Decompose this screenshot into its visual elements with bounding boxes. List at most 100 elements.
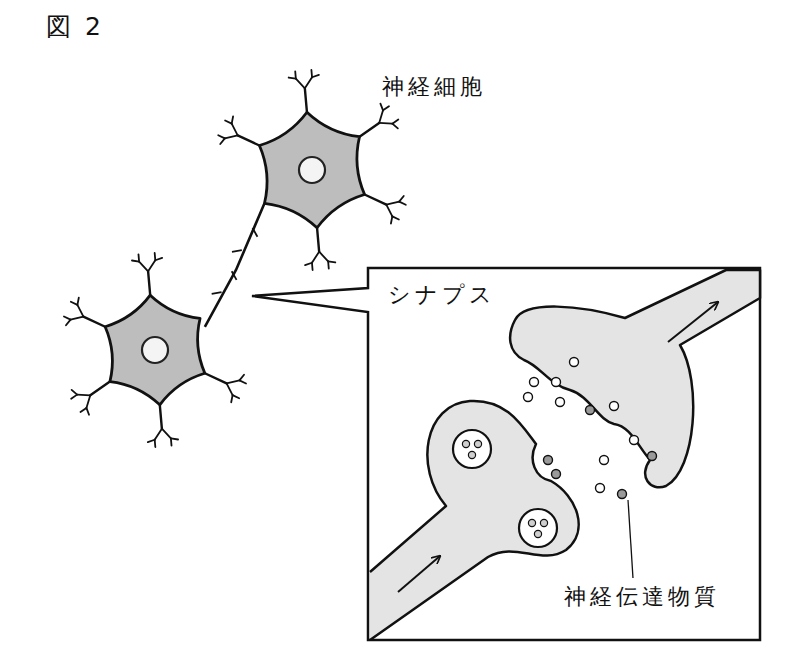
vesicle-content — [540, 519, 547, 526]
callout-title: シナプス — [386, 282, 498, 308]
synaptic-vesicle — [519, 509, 557, 547]
dendrite — [328, 261, 335, 262]
dendrite — [71, 317, 84, 320]
vesicle-content — [528, 519, 535, 526]
dendrite — [231, 395, 232, 402]
synaptic-vesicles — [453, 430, 557, 547]
dendrite — [392, 124, 397, 129]
dendrite — [296, 79, 305, 89]
transmitter-dots — [524, 358, 657, 499]
dendrite — [83, 317, 105, 327]
dendrite — [399, 202, 406, 205]
dendrite — [170, 438, 172, 445]
synaptic-vesicle — [453, 430, 491, 468]
vesicle-content — [468, 451, 475, 458]
dendrite — [327, 261, 329, 268]
neurotransmitter — [544, 456, 553, 465]
dendrite — [239, 375, 244, 381]
dendrite — [289, 78, 296, 79]
dendrite — [232, 116, 233, 123]
dendrite — [399, 196, 404, 202]
dendrite — [227, 383, 233, 395]
dendrite — [319, 252, 328, 262]
dendrite — [132, 261, 139, 262]
presynaptic-terminal — [370, 401, 579, 640]
axon-twig — [212, 292, 222, 294]
dendrite — [139, 262, 148, 272]
dendrite — [86, 395, 90, 408]
dendrite — [238, 135, 260, 145]
dendrite — [225, 121, 232, 124]
axon — [205, 203, 265, 326]
dendrite — [71, 302, 78, 305]
flow-arrow — [668, 302, 718, 342]
dendrite — [225, 135, 238, 138]
dendrite — [317, 228, 319, 252]
neurotransmitter — [524, 393, 533, 402]
leader-line — [628, 500, 633, 578]
dendrite — [392, 119, 398, 123]
dendrite — [77, 394, 90, 396]
dendrite — [64, 317, 71, 320]
neurotransmitter — [630, 436, 639, 445]
postsynaptic-dendrite — [510, 270, 760, 487]
neurotransmitter — [556, 398, 565, 407]
dendrite — [312, 75, 319, 77]
dendrite — [148, 271, 150, 295]
dendrite — [138, 254, 140, 261]
dendrite — [391, 216, 392, 223]
dendrite — [220, 138, 225, 144]
dendrite — [239, 380, 246, 383]
dendrite — [155, 429, 162, 440]
flow-arrow — [398, 556, 440, 592]
dendrite — [218, 135, 225, 138]
part-label: 神経伝達物質 — [562, 584, 722, 610]
dendrite — [312, 252, 319, 263]
neurons — [64, 70, 406, 447]
dendrite — [232, 124, 238, 136]
callout-frame — [252, 268, 760, 640]
cell-body — [259, 112, 364, 228]
figure-title: 図 2 — [46, 12, 104, 42]
vesicle-content — [462, 440, 469, 447]
dendrite — [90, 382, 110, 396]
neurotransmitter — [552, 470, 561, 479]
dendrite — [155, 258, 162, 260]
vesicle-content — [534, 530, 541, 537]
dendrite — [71, 395, 77, 399]
cell-nucleus — [299, 157, 325, 183]
dendrite — [205, 373, 227, 383]
neurotransmitter — [618, 490, 627, 499]
axon-twig — [232, 250, 242, 252]
callout-box: シナプス神経伝達物質 — [368, 268, 760, 640]
neurotransmitter — [552, 378, 561, 387]
neurotransmitter — [530, 378, 539, 387]
neurotransmitter — [600, 456, 609, 465]
dendrite — [66, 320, 71, 326]
dendrite — [148, 440, 155, 442]
dendrite — [77, 298, 78, 305]
dendrite — [380, 104, 383, 111]
dendrite — [383, 106, 389, 110]
dendrite — [160, 405, 162, 429]
neurotransmitter — [648, 452, 657, 461]
part-label: 神経細胞 — [382, 74, 486, 100]
dendrite — [233, 395, 240, 398]
axon-twig — [232, 271, 237, 280]
dendrite — [72, 390, 77, 395]
dendrite — [305, 88, 307, 112]
dendrite — [305, 263, 312, 265]
dendrite — [392, 216, 399, 219]
neurotransmitter — [570, 358, 579, 367]
dendrite — [360, 123, 380, 137]
neurotransmitter — [596, 484, 605, 493]
neurotransmitter — [586, 406, 595, 415]
dendrite — [294, 71, 296, 78]
dendrite — [386, 205, 392, 217]
cell-body — [105, 295, 205, 405]
axon-twig — [253, 228, 258, 237]
dendrite — [162, 429, 171, 439]
dendrite — [227, 380, 240, 383]
